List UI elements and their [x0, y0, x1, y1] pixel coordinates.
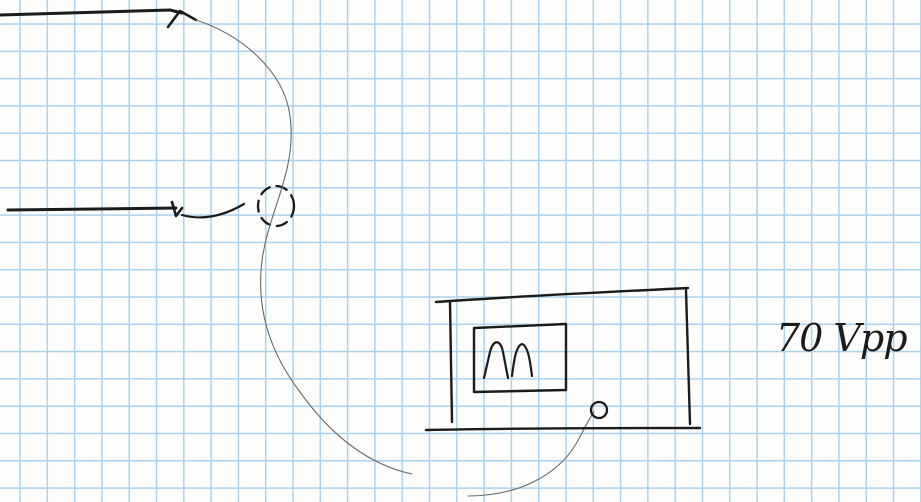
upper-lead-wire [0, 10, 182, 15]
probe-cable-to-input [468, 412, 594, 496]
scope-waveform-trace [484, 342, 532, 378]
lower-wire-stub [182, 204, 244, 217]
scope-top-edge [436, 288, 688, 302]
scope-left-edge [450, 302, 452, 422]
amplitude-annotation: 70 Vpp [776, 316, 907, 360]
scope-bottom-edge [426, 428, 700, 430]
scope-input-connector [591, 402, 607, 418]
scope-right-edge [686, 290, 690, 424]
lower-lead-wire [8, 208, 176, 210]
probe-cable [196, 20, 412, 474]
upper-wire-terminal [168, 11, 196, 27]
